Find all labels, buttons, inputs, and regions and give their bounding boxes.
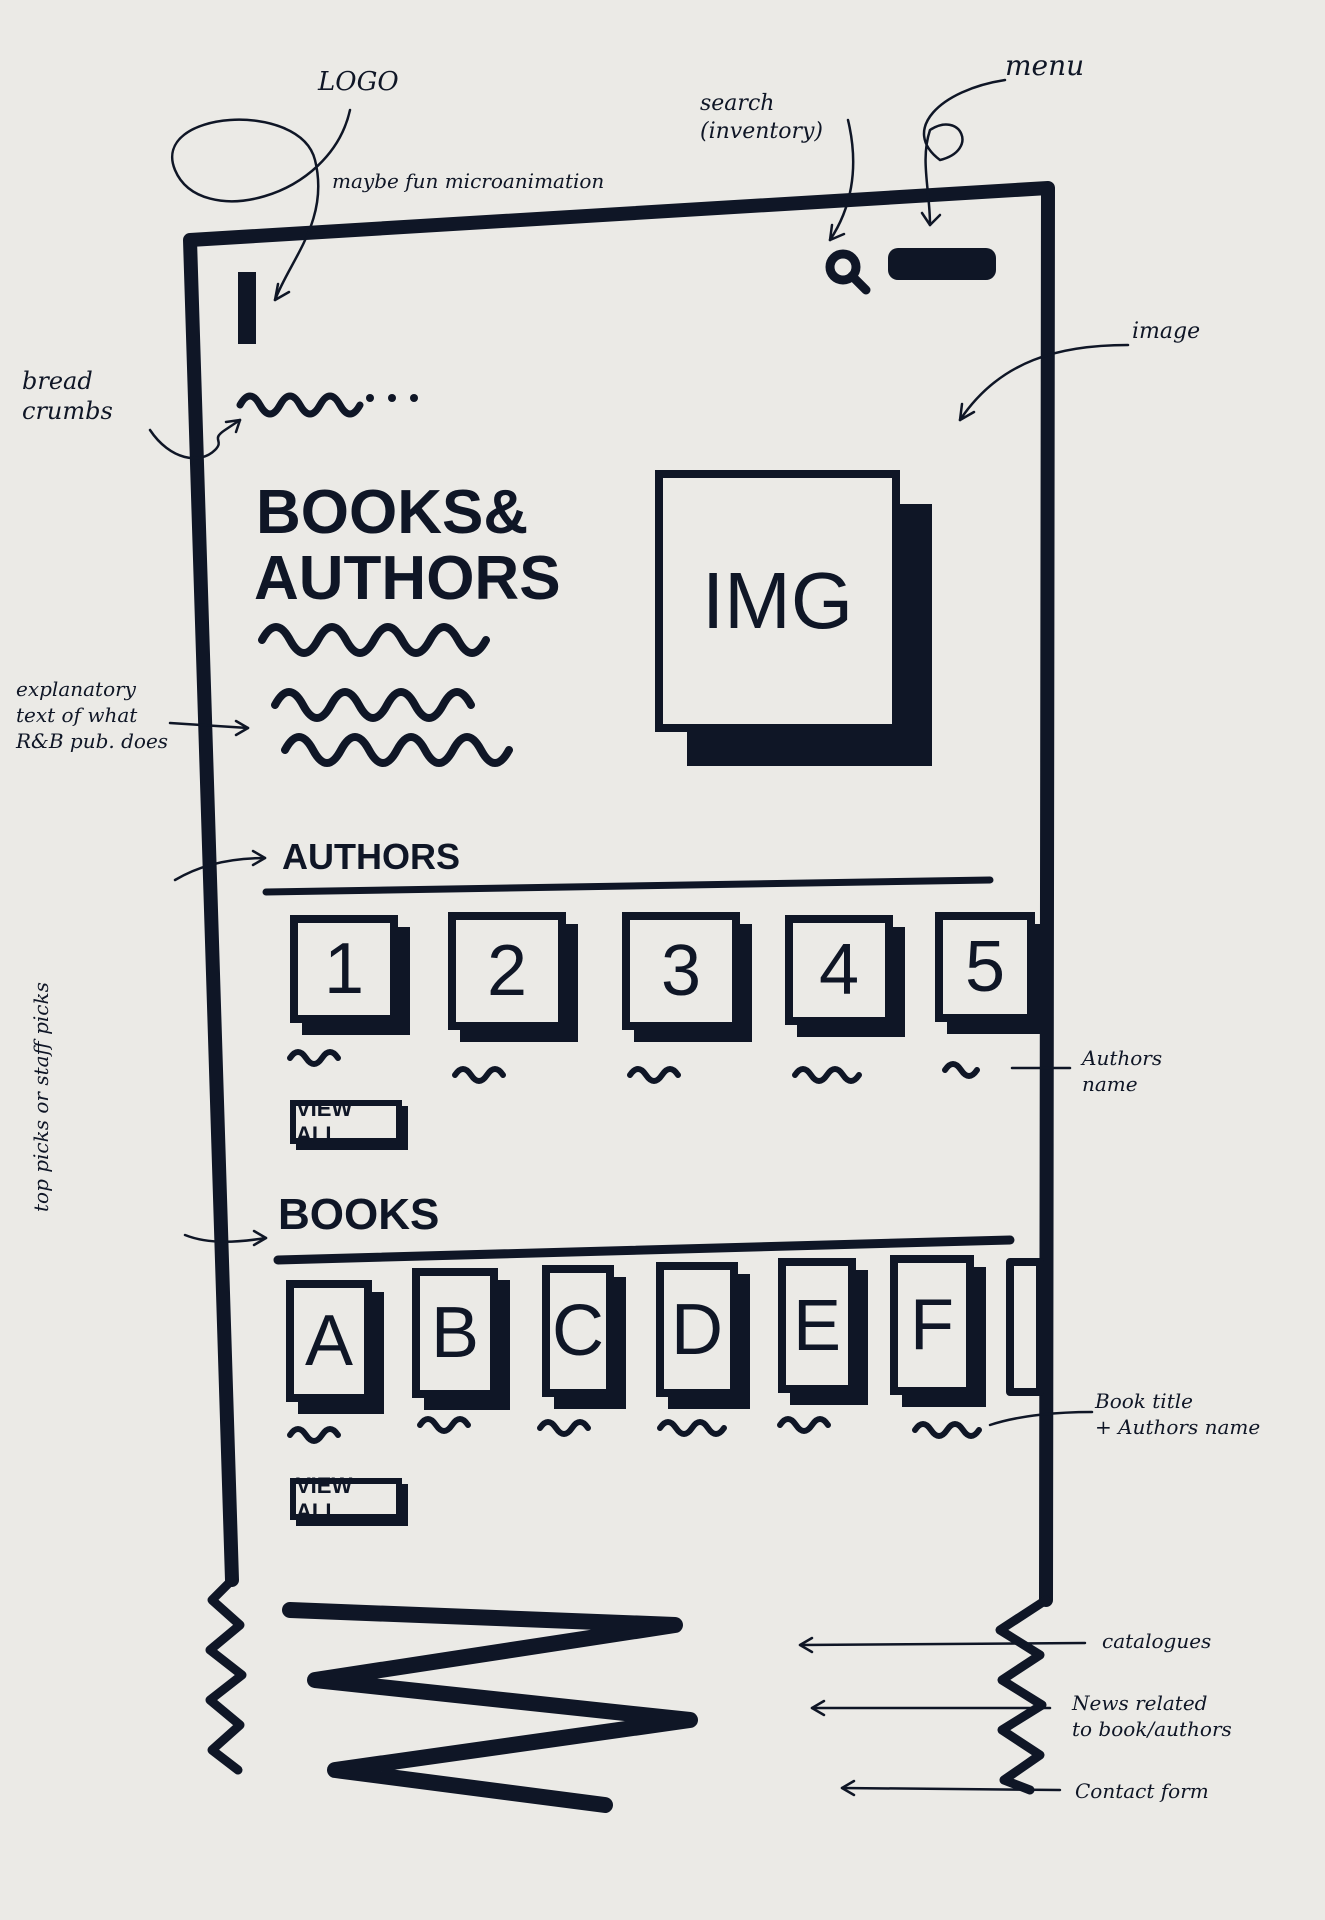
author-tile-label: 2: [486, 931, 528, 1011]
footer-scribble: [282, 1602, 698, 1813]
annotation-contact: Contact form: [1075, 1779, 1209, 1803]
search-icon: [825, 249, 871, 295]
book-name-squiggles: [287, 1416, 982, 1444]
books-view-all-label: VIEW ALL: [296, 1473, 353, 1524]
book-tile[interactable]: E: [778, 1258, 856, 1393]
author-tile-label: 4: [818, 930, 860, 1010]
annotation-menu: menu: [1005, 49, 1085, 82]
annotation-catalogues: catalogues: [1102, 1629, 1212, 1653]
annotation-arrows: [148, 78, 1130, 1797]
logo-block: [238, 272, 256, 344]
book-tile[interactable]: A: [286, 1280, 372, 1402]
menu-icon: [888, 248, 996, 280]
annotation-explanatory: explanatory text of what R&B pub. does: [16, 677, 169, 753]
frame-zigzag-left: [205, 1575, 247, 1775]
annotation-image: image: [1132, 319, 1201, 344]
explanatory-text-squiggle: [258, 623, 513, 767]
authors-view-all-label: VIEW ALL: [296, 1096, 353, 1147]
hero-image: IMG: [655, 470, 900, 732]
hero-title-line-2: AUTHORS: [254, 544, 561, 613]
book-tile-label: D: [671, 1289, 723, 1370]
authors-view-all-button[interactable]: VIEW ALL: [290, 1096, 402, 1147]
book-tile[interactable]: C: [542, 1265, 614, 1397]
author-tile[interactable]: 5: [935, 912, 1035, 1022]
hero-image-label: IMG: [701, 556, 854, 645]
annotation-authors-name: Authors name: [1082, 1046, 1163, 1096]
book-tile-label: C: [552, 1291, 604, 1371]
book-tile-label: B: [430, 1293, 480, 1373]
author-tile[interactable]: 2: [448, 912, 566, 1030]
books-heading: BOOKS: [278, 1190, 440, 1239]
author-name-squiggles: [287, 1049, 980, 1084]
author-tile-label: 3: [660, 931, 702, 1011]
annotation-top-picks: top picks or staff picks: [29, 982, 53, 1212]
books-view-all-button[interactable]: VIEW ALL: [290, 1473, 402, 1524]
annotation-breadcrumbs: bread crumbs: [22, 367, 113, 425]
frame-zigzag-right: [995, 1595, 1051, 1795]
hero-title-line-1: BOOKS&: [256, 478, 529, 547]
annotation-news: News related to book/authors: [1072, 1691, 1232, 1741]
breadcrumbs-squiggle: [236, 392, 364, 418]
book-tile-label: F: [910, 1285, 954, 1365]
authors-rule: [262, 876, 994, 896]
book-tile-label: E: [792, 1285, 842, 1366]
book-tile-partial: [1006, 1258, 1044, 1396]
book-tile[interactable]: B: [412, 1268, 498, 1398]
book-tile[interactable]: F: [890, 1255, 974, 1395]
author-tile[interactable]: 1: [290, 915, 398, 1023]
author-tile-label: 1: [323, 929, 365, 1009]
book-tile-label: A: [304, 1301, 354, 1381]
author-tile-label: 5: [964, 927, 1006, 1007]
books-rule: [273, 1235, 1015, 1265]
authors-heading: AUTHORS: [282, 836, 460, 877]
author-tile[interactable]: 4: [785, 915, 893, 1025]
annotation-microanimation: maybe fun microanimation: [332, 169, 605, 193]
annotation-search: search (inventory): [700, 91, 824, 144]
phone-frame: [183, 181, 1055, 1607]
annotation-book-title: Book title + Authors name: [1095, 1389, 1261, 1439]
book-tile[interactable]: D: [656, 1262, 738, 1397]
author-tile[interactable]: 3: [622, 912, 740, 1030]
annotation-logo: LOGO: [318, 67, 399, 97]
